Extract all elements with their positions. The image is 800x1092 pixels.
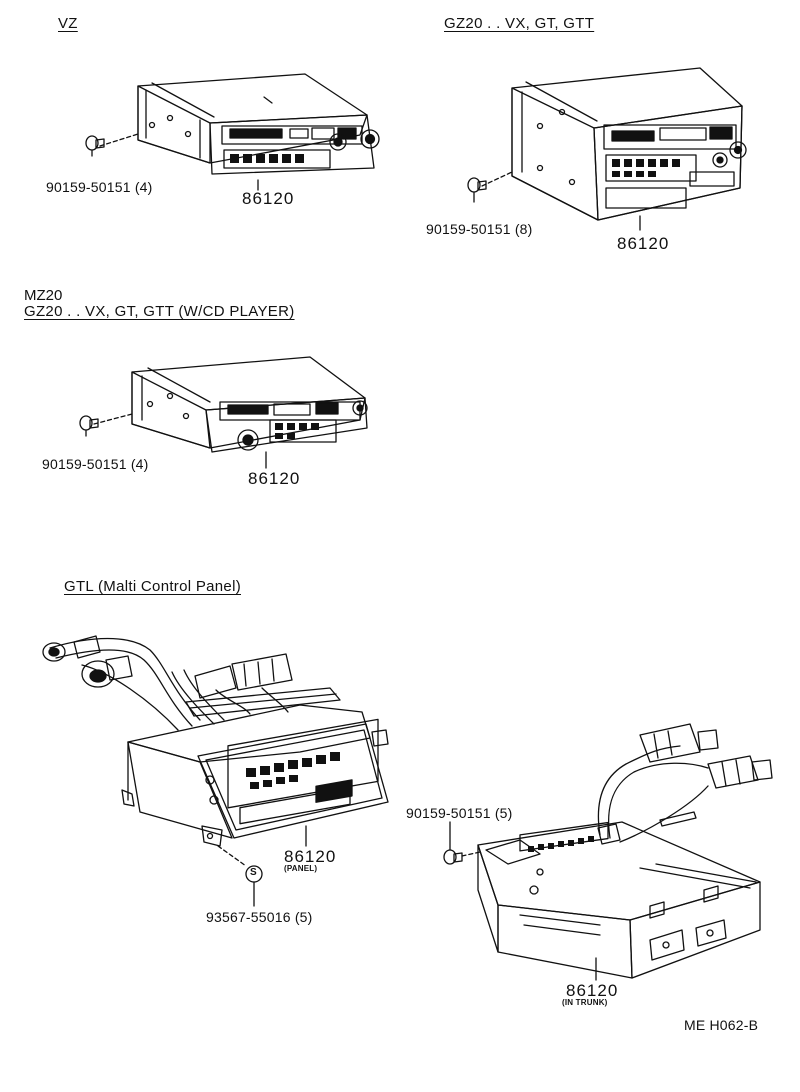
bolt-vz <box>86 134 138 156</box>
bolt-label-vz: 90159-50151 (4) <box>46 179 153 195</box>
gtl-panel-unit <box>122 688 388 846</box>
part-label-mz20: 86120 <box>248 469 301 488</box>
section-title-gtl: GTL (Malti Control Panel) <box>64 578 241 595</box>
part-sublabel-gtl-panel: (PANEL) <box>284 864 318 873</box>
screw-label-gtl: 93567-55016 (5) <box>206 909 313 925</box>
part-label-vz: 86120 <box>242 189 295 208</box>
radio-unit-vz <box>138 74 379 174</box>
gtl-trunk-harness <box>598 724 772 842</box>
radio-unit-mz20 <box>132 357 367 452</box>
section-title-mz20: MZ20 <box>24 287 63 304</box>
part-label-gtl-trunk: 86120 <box>566 981 619 1000</box>
bolt-label-gz20: 90159-50151 (8) <box>426 221 533 237</box>
gtl-wire-harness <box>43 636 292 730</box>
section-title-vz: VZ <box>58 15 78 32</box>
part-label-gz20: 86120 <box>617 234 670 253</box>
reference-code: ME H062-B <box>684 1017 759 1033</box>
section-title-gz20: GZ20 . . VX, GT, GTT <box>444 15 595 32</box>
part-sublabel-gtl-trunk: (IN TRUNK) <box>562 998 608 1007</box>
bolt-gtl-trunk <box>444 822 480 864</box>
bolt-label-gtl-trunk: 90159-50151 (5) <box>406 805 513 821</box>
bolt-label-mz20: 90159-50151 (4) <box>42 456 149 472</box>
screw-symbol-letter: S <box>250 867 257 878</box>
radio-unit-gz20 <box>512 68 746 220</box>
bolt-gz20 <box>468 172 512 202</box>
bolt-mz20 <box>80 414 132 436</box>
part-label-gtl-panel: 86120 <box>284 847 337 866</box>
section-subtitle-mz20: GZ20 . . VX, GT, GTT (W/CD PLAYER) <box>24 303 295 320</box>
leader-gtl-screw <box>218 846 246 866</box>
gtl-trunk-unit <box>478 822 760 978</box>
